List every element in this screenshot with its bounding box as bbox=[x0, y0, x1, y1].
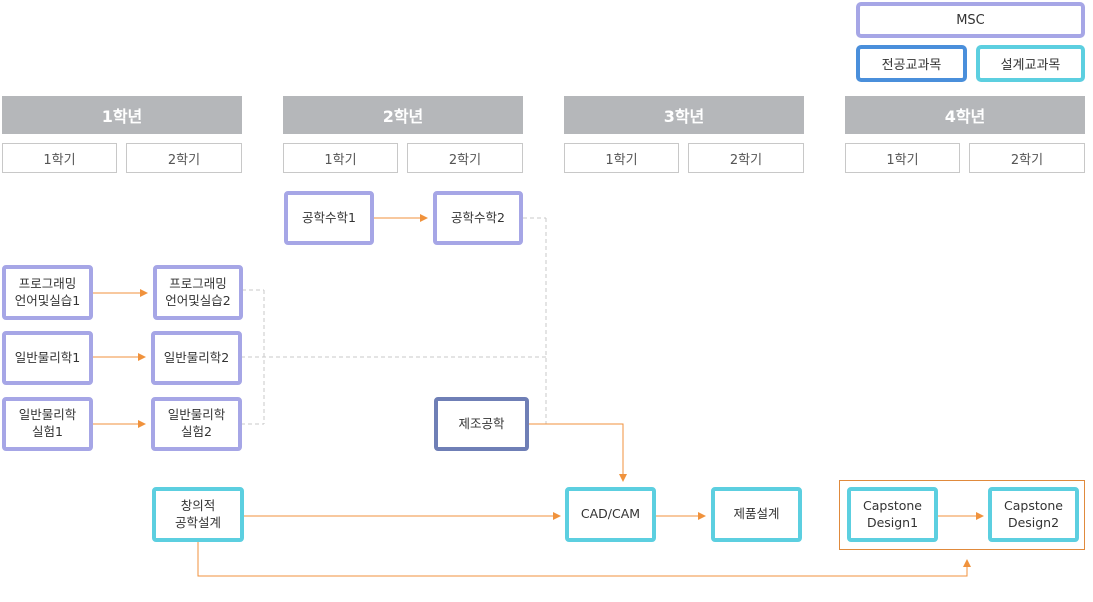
course-engineering-math-1[interactable]: 공학수학1 bbox=[284, 191, 374, 245]
capstone-group-frame bbox=[839, 480, 1085, 550]
semester-label: 2학기 bbox=[729, 152, 763, 168]
course-label: 공학수학2 bbox=[451, 209, 505, 225]
course-label: Capstone Design1 bbox=[863, 497, 922, 530]
course-physics-1[interactable]: 일반물리학1 bbox=[2, 331, 93, 385]
arrow-manuf-cadcam bbox=[528, 423, 627, 482]
course-product-design[interactable]: 제품설계 bbox=[711, 487, 802, 542]
course-programming-2[interactable]: 프로그래밍 언어및실습2 bbox=[153, 265, 243, 320]
course-creative-engineering-design[interactable]: 창의적 공학설계 bbox=[152, 487, 244, 542]
legend-major-label: 전공교과목 bbox=[881, 58, 942, 73]
semester-label: 2학기 bbox=[167, 152, 201, 168]
legend-major: 전공교과목 bbox=[856, 45, 967, 82]
year-1-header: 1학년 bbox=[2, 96, 242, 134]
legend-design: 설계교과목 bbox=[976, 45, 1085, 82]
course-capstone-design-1[interactable]: Capstone Design1 bbox=[847, 487, 938, 542]
legend-design-label: 설계교과목 bbox=[1000, 58, 1061, 73]
course-manufacturing-engineering[interactable]: 제조공학 bbox=[434, 397, 529, 451]
year-3-semester-1: 1학기 bbox=[564, 143, 679, 173]
course-physics-lab-1[interactable]: 일반물리학 실험1 bbox=[2, 397, 93, 451]
arrow-creative-capstone bbox=[197, 541, 971, 577]
course-label: 일반물리학 실험2 bbox=[167, 407, 226, 439]
semester-label: 1학기 bbox=[43, 152, 76, 168]
semester-label: 2학기 bbox=[1010, 152, 1044, 168]
semester-label: 1학기 bbox=[324, 152, 357, 168]
course-label: 제조공학 bbox=[458, 415, 505, 431]
semester-label: 1학기 bbox=[605, 152, 638, 168]
year-1-semester-2: 2학기 bbox=[126, 143, 242, 173]
course-label: 일반물리학1 bbox=[14, 349, 81, 365]
year-4-semester-1: 1학기 bbox=[845, 143, 960, 173]
course-label: 일반물리학 실험1 bbox=[18, 407, 77, 439]
year-4-header: 4학년 bbox=[845, 96, 1085, 134]
course-physics-lab-2[interactable]: 일반물리학 실험2 bbox=[151, 397, 242, 451]
year-2-header: 2학년 bbox=[283, 96, 523, 134]
course-label: 프로그래밍 언어및실습1 bbox=[14, 275, 81, 308]
year-3-label: 3학년 bbox=[663, 107, 705, 126]
year-3-header: 3학년 bbox=[564, 96, 804, 134]
legend-msc-label: MSC bbox=[956, 12, 985, 28]
course-label: 일반물리학2 bbox=[163, 349, 230, 365]
year-4-semester-2: 2학기 bbox=[969, 143, 1085, 173]
course-label: 창의적 공학설계 bbox=[174, 497, 221, 530]
year-2-semester-2: 2학기 bbox=[407, 143, 523, 173]
course-programming-1[interactable]: 프로그래밍 언어및실습1 bbox=[2, 265, 93, 320]
course-physics-2[interactable]: 일반물리학2 bbox=[151, 331, 242, 385]
year-1-label: 1학년 bbox=[101, 107, 143, 126]
year-3-semester-2: 2학기 bbox=[688, 143, 804, 173]
course-label: 공학수학1 bbox=[302, 209, 356, 225]
dashed-links bbox=[241, 217, 547, 425]
course-label: CAD/CAM bbox=[580, 506, 641, 522]
course-cad-cam[interactable]: CAD/CAM bbox=[565, 487, 656, 542]
year-4-label: 4학년 bbox=[944, 107, 986, 126]
year-2-semester-1: 1학기 bbox=[283, 143, 398, 173]
year-1-semester-1: 1학기 bbox=[2, 143, 117, 173]
semester-label: 2학기 bbox=[448, 152, 482, 168]
semester-label: 1학기 bbox=[886, 152, 919, 168]
course-capstone-design-2[interactable]: Capstone Design2 bbox=[988, 487, 1079, 542]
legend-msc: MSC bbox=[856, 2, 1085, 38]
course-label: 프로그래밍 언어및실습2 bbox=[165, 275, 231, 308]
year-2-label: 2학년 bbox=[382, 107, 424, 126]
course-label: Capstone Design2 bbox=[1004, 497, 1063, 530]
course-label: 제품설계 bbox=[733, 506, 780, 522]
course-engineering-math-2[interactable]: 공학수학2 bbox=[433, 191, 523, 245]
